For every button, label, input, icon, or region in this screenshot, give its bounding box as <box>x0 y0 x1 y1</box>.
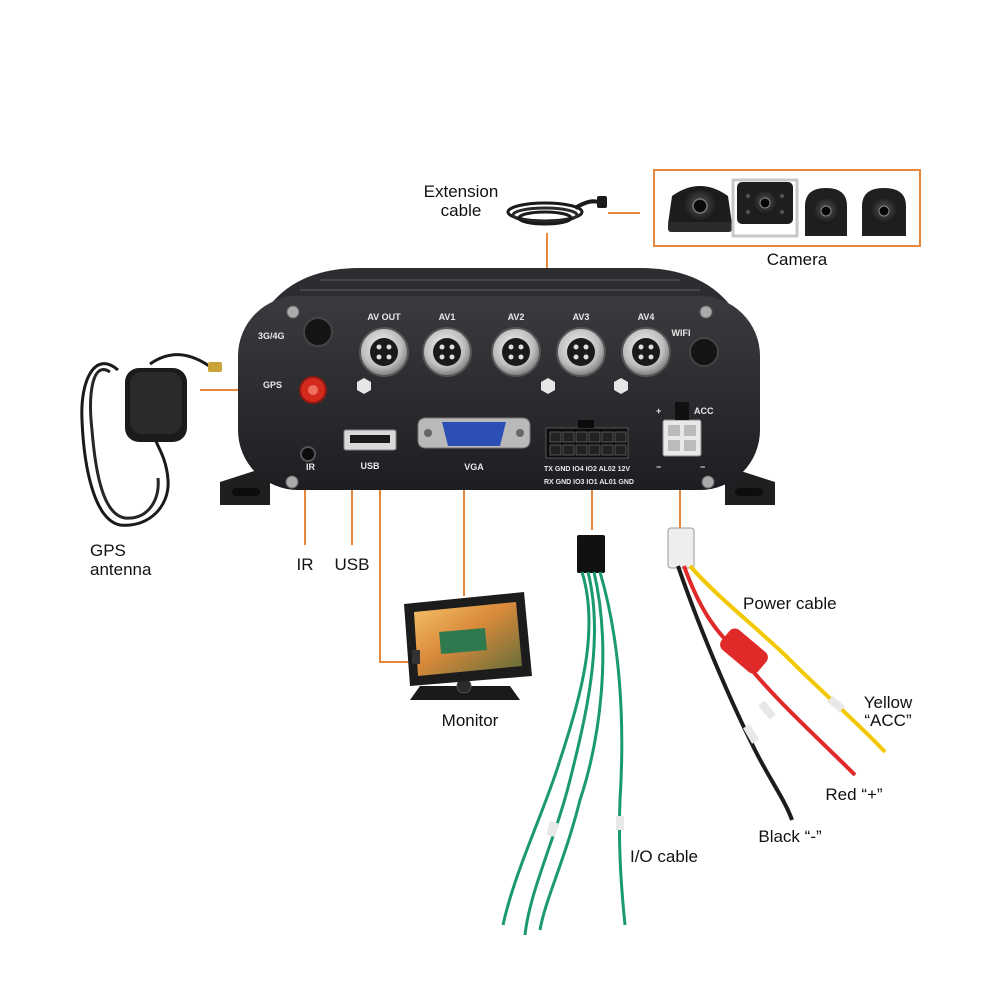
panel-screws <box>285 305 715 489</box>
panel-label-vga: VGA <box>464 462 484 472</box>
ir-label: IR <box>297 555 314 574</box>
av1-port[interactable] <box>422 327 472 377</box>
fuse-holder-icon <box>720 628 768 674</box>
monitor-icon <box>404 592 532 700</box>
power-cable-label: Power cable <box>743 594 837 613</box>
extension-cable <box>506 196 607 226</box>
av3-port[interactable] <box>556 327 606 377</box>
vga-port[interactable] <box>417 417 531 449</box>
panel-label-av3: AV3 <box>573 312 590 322</box>
camera-group <box>653 169 921 247</box>
io-cable-label: I/O cable <box>630 847 698 866</box>
monitor-label: Monitor <box>442 711 499 730</box>
gps-antenna-icon <box>80 353 222 527</box>
black-wire-label: Black “-” <box>758 827 822 846</box>
mdvr-device: 3G/4G GPS IR AV OUT AV1 <box>220 268 775 505</box>
panel-label-gps: GPS <box>263 380 282 390</box>
ir-port[interactable] <box>300 446 316 462</box>
heatsink-top <box>270 268 730 305</box>
panel-label-av4: AV4 <box>638 312 655 322</box>
power-port[interactable] <box>662 402 702 457</box>
extension-cable-label-line1: Extension <box>424 182 499 201</box>
power-cable <box>667 527 887 821</box>
box-camera-icon <box>731 178 799 238</box>
panel-label-av1: AV1 <box>439 312 456 322</box>
dome-camera-icon <box>668 186 732 232</box>
io-cable <box>501 535 627 936</box>
red-wire-label: Red “+” <box>825 785 882 804</box>
panel-label-usb: USB <box>360 461 380 471</box>
io-terminal-port[interactable] <box>545 420 629 459</box>
panel-label-av-out: AV OUT <box>367 312 401 322</box>
power-cable-plug-icon <box>667 527 695 569</box>
yellow-wire-label-line2: “ACC” <box>864 711 912 730</box>
panel-label-minus-right: − <box>700 462 705 472</box>
white-nuts <box>357 378 628 394</box>
wifi-antenna-port[interactable] <box>689 337 719 367</box>
camera-label: Camera <box>767 250 828 269</box>
extension-cable-label-line2: cable <box>441 201 482 220</box>
panel-label-wifi: WIFI <box>672 328 691 338</box>
panel-label-ir: IR <box>306 462 316 472</box>
io-cable-plug-icon <box>577 535 605 573</box>
panel-label-plus: + <box>656 406 661 416</box>
io-pin-labels-top: TX GND IO4 IO2 AL02 12V <box>544 466 630 473</box>
panel-label-minus-left: − <box>656 462 661 472</box>
gps-antenna-label-line2: antenna <box>90 560 152 579</box>
panel-label-acc: ACC <box>694 406 714 416</box>
usb-label: USB <box>335 555 370 574</box>
3g4g-antenna-port[interactable] <box>303 317 333 347</box>
av2-port[interactable] <box>491 327 541 377</box>
panel-label-av2: AV2 <box>508 312 525 322</box>
side-camera-1-icon <box>805 188 847 236</box>
av-out-port[interactable] <box>359 327 409 377</box>
gps-antenna-label-line1: GPS <box>90 541 126 560</box>
yellow-wire <box>688 564 887 754</box>
side-camera-2-icon <box>862 188 906 236</box>
io-pin-labels-bottom: RX GND IO3 IO1 AL01 GND <box>544 479 634 486</box>
panel-label-3g4g: 3G/4G <box>258 331 285 341</box>
yellow-wire-label-line1: Yellow <box>864 693 913 712</box>
av4-port[interactable] <box>621 327 671 377</box>
extension-cable-plug-icon <box>597 196 607 208</box>
